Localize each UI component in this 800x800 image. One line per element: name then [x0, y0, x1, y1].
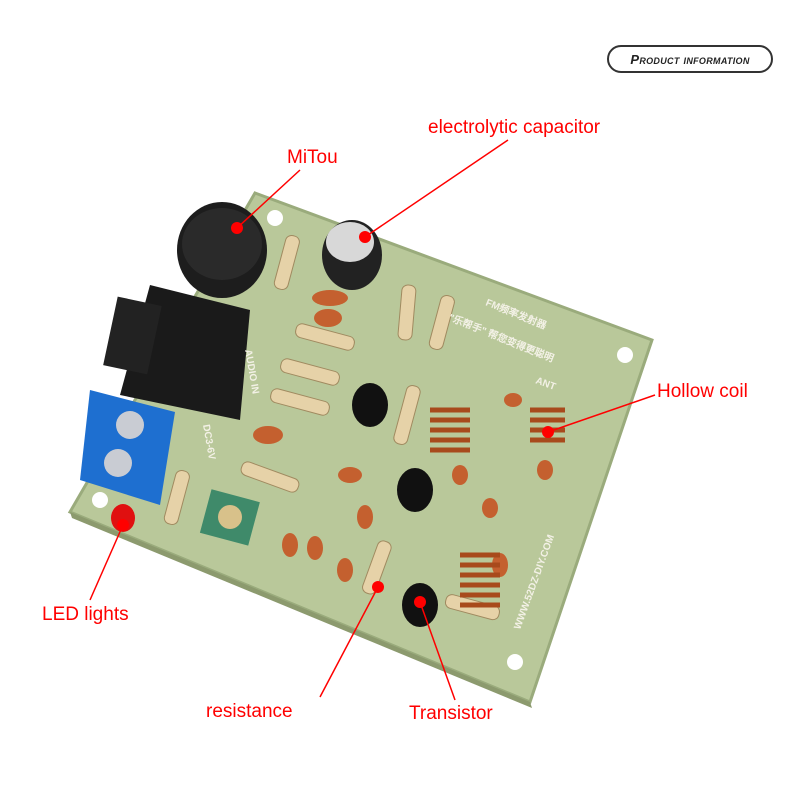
- callout-capacitor: electrolytic capacitor: [428, 117, 601, 138]
- mic-marker-dot: [231, 222, 243, 234]
- transistor-marker-dot: [414, 596, 426, 608]
- callout-resistance: resistance: [206, 701, 293, 722]
- copper-coils: [430, 407, 565, 608]
- product-information-badge: Product information: [607, 45, 773, 73]
- mounting-hole: [267, 210, 283, 226]
- ceramic-capacitors: [253, 290, 553, 582]
- audio-jack: [103, 285, 250, 420]
- resistors: [163, 234, 501, 621]
- mounting-hole: [92, 492, 108, 508]
- mounting-hole: [507, 654, 523, 670]
- callout-hollow-coil: Hollow coil: [657, 381, 748, 402]
- callout-led: LED lights: [42, 604, 129, 625]
- coil-marker-dot: [542, 426, 554, 438]
- led-marker-dot: [117, 519, 129, 531]
- terminal-block: [80, 390, 175, 505]
- electrolytic-capacitor: [322, 220, 382, 290]
- callout-transistor: Transistor: [409, 703, 493, 724]
- callout-lines: [89, 139, 656, 701]
- pcb-board-edge: [70, 512, 532, 708]
- trimmer-inductor: [199, 489, 260, 546]
- capacitor-marker-dot: [359, 231, 371, 243]
- mounting-hole: [617, 347, 633, 363]
- resistor-marker-dot: [372, 581, 384, 593]
- microphone: [177, 202, 267, 298]
- callout-mic: MiTou: [287, 147, 338, 168]
